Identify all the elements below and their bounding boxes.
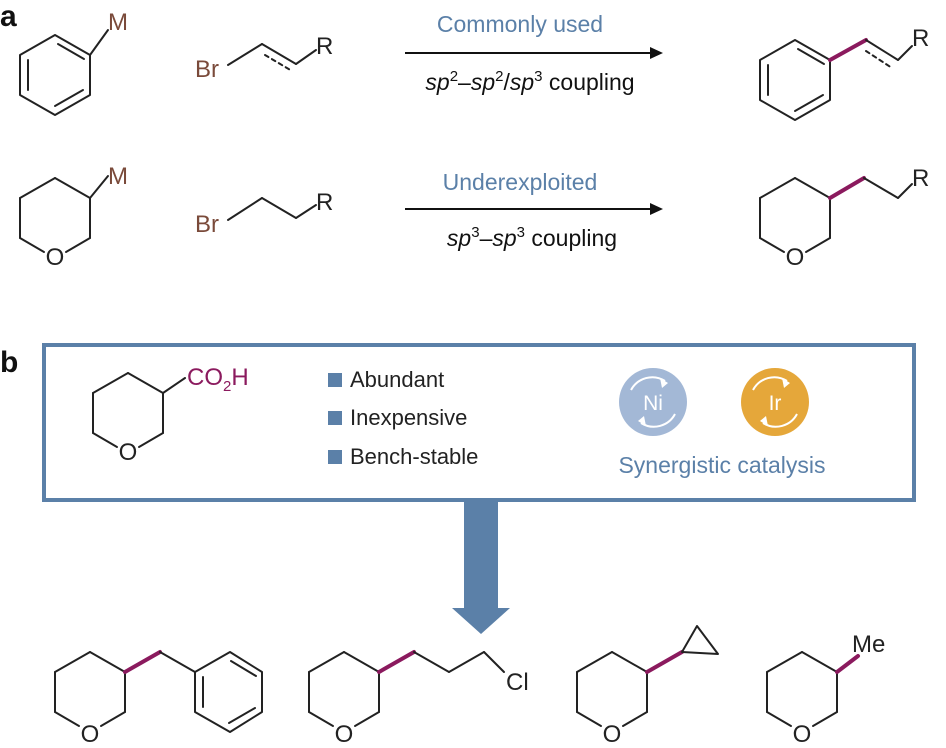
ni-catalyst: Ni — [619, 368, 687, 436]
condition-1: sp2–sp2/sp3 coupling — [425, 68, 634, 95]
underexploited-label: Underexploited — [443, 169, 598, 195]
condition-2: sp3–sp3 coupling — [447, 224, 617, 251]
ni-label: Ni — [643, 392, 663, 415]
bullet-marker — [328, 411, 342, 425]
cyclopropyl-oxygen: O — [603, 721, 622, 748]
product-1-structure: R — [759, 25, 929, 121]
methyl-oxygen: O — [793, 721, 812, 748]
property-list: Abundant Inexpensive Bench-stable — [328, 367, 478, 469]
alkyl-bromide-structure: Br R — [195, 189, 333, 238]
co2h-label: CO2H — [187, 364, 249, 395]
bromine-label-2: Br — [195, 211, 219, 238]
metal-label-2: M — [108, 163, 128, 190]
bullet-inexpensive: Inexpensive — [350, 405, 467, 430]
r-group-label: R — [316, 33, 333, 60]
synergistic-catalysis-label: Synergistic catalysis — [618, 452, 825, 478]
methyl-label: Me — [852, 631, 885, 658]
bullet-marker — [328, 450, 342, 464]
aryl-metal-structure: M — [19, 9, 128, 116]
reaction-arrow-1: Commonly used sp2–sp2/sp3 coupling — [405, 11, 663, 95]
thp-metal-structure: O M — [19, 163, 128, 271]
oxygen-label: O — [46, 244, 65, 271]
ir-label: Ir — [769, 392, 782, 415]
bullet-bench-stable: Bench-stable — [350, 444, 478, 469]
metal-label: M — [108, 9, 128, 36]
methyl-product: O Me — [766, 631, 885, 748]
benzyl-oxygen: O — [81, 721, 100, 748]
panel-label-b: b — [0, 346, 18, 379]
product-2-structure: O R — [759, 165, 929, 271]
down-arrow — [452, 502, 510, 634]
panel-label-a: a — [0, 0, 17, 33]
product-2-oxygen: O — [786, 244, 805, 271]
panel-b-box — [42, 343, 916, 502]
acid-oxygen: O — [119, 439, 138, 466]
chlorine-label: Cl — [506, 669, 529, 696]
carboxylic-acid-structure: O CO2H — [92, 364, 249, 466]
cyclopropyl-product: O — [576, 625, 719, 748]
product-2-r-label: R — [912, 165, 929, 192]
bullet-abundant: Abundant — [350, 367, 444, 392]
bromine-label: Br — [195, 56, 219, 83]
reaction-arrow-2: Underexploited sp3–sp3 coupling — [405, 169, 663, 251]
ir-catalyst: Ir — [741, 368, 809, 436]
vinyl-bromide-structure: Br R — [195, 33, 333, 83]
bullet-marker — [328, 373, 342, 387]
r-group-label-2: R — [316, 189, 333, 216]
chloropropyl-oxygen: O — [335, 721, 354, 748]
product-r-label: R — [912, 25, 929, 52]
benzyl-product: O — [54, 650, 263, 748]
commonly-used-label: Commonly used — [437, 11, 603, 37]
chloropropyl-product: O Cl — [308, 650, 529, 748]
